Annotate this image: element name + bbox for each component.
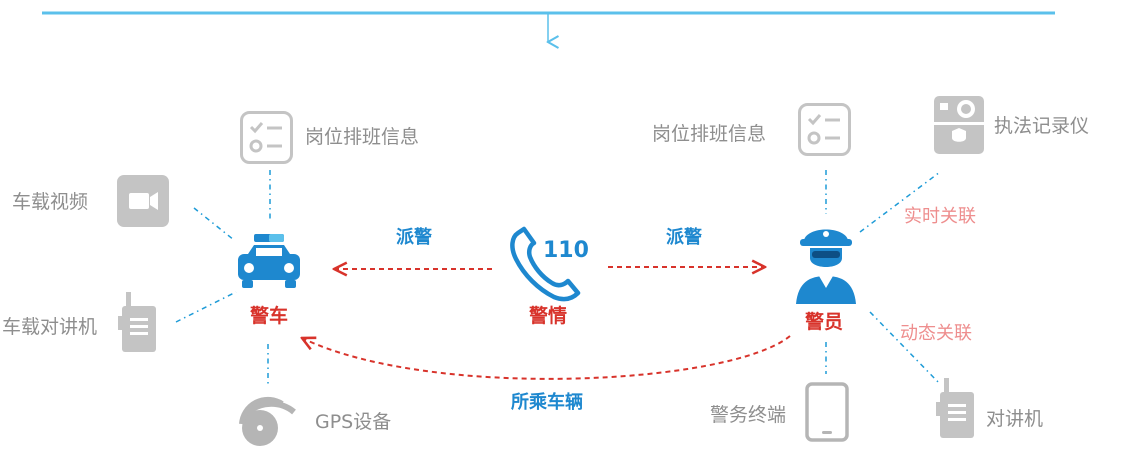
link-dispatch-left-label: 派警 xyxy=(396,227,432,248)
arrow-vehicle xyxy=(302,335,791,380)
schedule-icon xyxy=(798,103,851,156)
link-officer-recorder xyxy=(859,171,941,233)
left-video-label: 车载视频 xyxy=(12,191,89,213)
node-officer-label: 警员 xyxy=(805,311,844,333)
link-officer-radio xyxy=(869,311,941,385)
mobile-terminal-icon xyxy=(805,382,849,442)
gps-signal-icon xyxy=(239,396,296,446)
left-radio-label: 车载对讲机 xyxy=(2,316,98,338)
right-radio-label: 对讲机 xyxy=(986,408,1044,430)
right-recorder-label: 执法记录仪 xyxy=(994,115,1090,137)
hotline-number: 110 xyxy=(543,238,589,263)
phone-icon xyxy=(510,226,581,302)
link-dispatch-right-label: 派警 xyxy=(666,227,702,248)
node-car-label: 警车 xyxy=(250,305,289,327)
body-camera-icon xyxy=(934,96,984,154)
walkie-talkie-icon xyxy=(936,378,974,438)
link-dynamic-label: 动态关联 xyxy=(900,323,972,344)
walkie-talkie-icon xyxy=(118,292,156,352)
left-schedule-label: 岗位排班信息 xyxy=(305,126,420,148)
node-alarm-label: 警情 xyxy=(529,305,568,327)
link-realtime-label: 实时关联 xyxy=(904,206,976,227)
left-gps-label: GPS设备 xyxy=(315,411,392,433)
schedule-icon xyxy=(240,111,293,164)
police-car-icon xyxy=(238,234,300,288)
right-schedule-label: 岗位排班信息 xyxy=(652,123,767,145)
right-terminal-label: 警务终端 xyxy=(710,404,787,426)
link-car-radio xyxy=(175,291,237,323)
link-car-video xyxy=(193,207,235,241)
police-officer-icon xyxy=(796,229,856,304)
video-camera-icon xyxy=(117,175,169,227)
link-vehicle-label: 所乘车辆 xyxy=(511,392,583,413)
